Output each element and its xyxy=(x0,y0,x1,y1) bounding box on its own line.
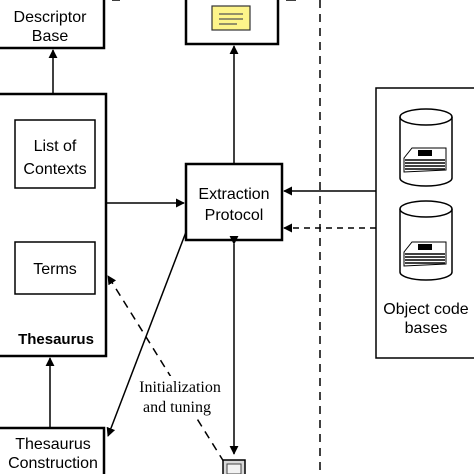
thesaurus-construction-label-line1: Thesaurus xyxy=(15,436,91,453)
database-icon-1 xyxy=(399,108,453,187)
thesaurus-label: Thesaurus xyxy=(18,331,94,348)
extraction-to-construction-arrow xyxy=(106,231,187,437)
terms-label: Terms xyxy=(33,261,77,278)
list-of-contexts-box[interactable]: List of Contexts xyxy=(14,119,96,189)
database-icon-2 xyxy=(399,200,453,281)
init-tuning-label-line1: Initialization xyxy=(139,379,221,396)
descriptor-base-label-line1: Descriptor xyxy=(14,9,88,26)
list-of-contexts-label-line1: List of xyxy=(34,138,77,155)
init-tuning-label-line2: and tuning xyxy=(143,399,211,416)
init-tuning-dashed-arrow xyxy=(107,275,225,463)
extraction-protocol-label-line2: Protocol xyxy=(205,207,264,224)
list-of-contexts-label-line2: Contexts xyxy=(23,161,86,178)
extraction-protocol-box[interactable]: Extraction Protocol xyxy=(184,162,284,242)
object-code-bases-label-line1: Object code xyxy=(383,301,468,318)
thesaurus-construction-label-line2: Construction xyxy=(8,455,98,472)
output-box[interactable] xyxy=(184,0,280,46)
object-code-bases-label-line2: bases xyxy=(405,320,448,337)
descriptor-base-box[interactable]: Descriptor Base xyxy=(0,0,106,50)
terms-box[interactable]: Terms xyxy=(14,241,96,295)
descriptor-base-label-line2: Base xyxy=(32,28,69,45)
thesaurus-construction-box[interactable]: Thesaurus Construction xyxy=(0,426,106,474)
computer-icon xyxy=(222,459,246,474)
extraction-protocol-label-line1: Extraction xyxy=(198,186,269,203)
document-icon xyxy=(211,5,251,31)
